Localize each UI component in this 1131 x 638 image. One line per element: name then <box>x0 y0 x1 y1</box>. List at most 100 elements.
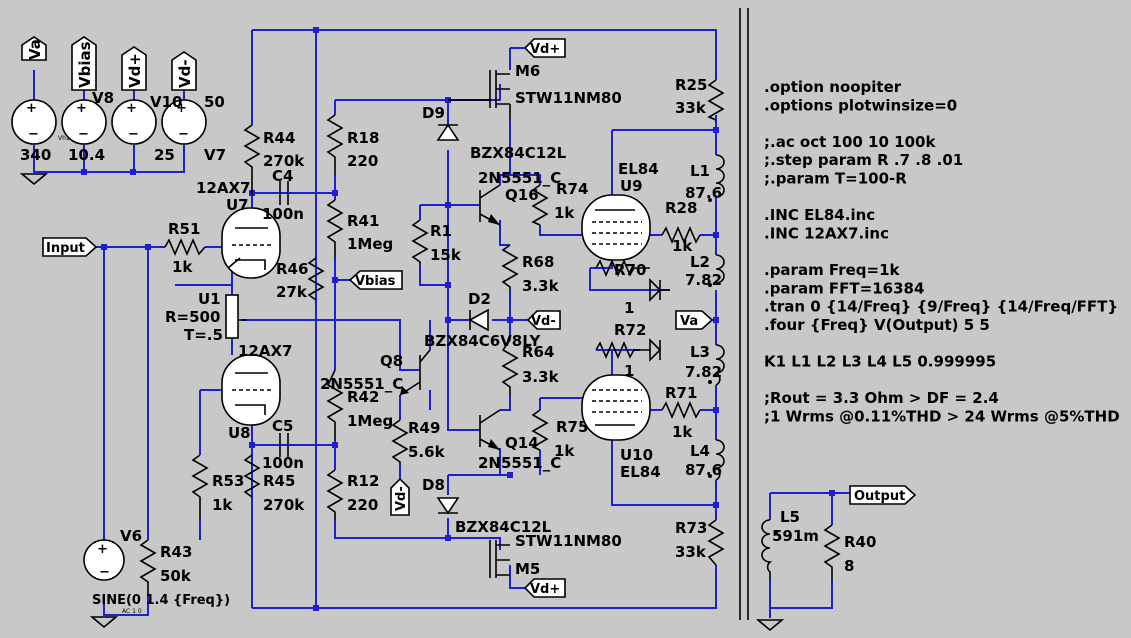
resistor-r51[interactable]: R51 1k <box>164 220 206 276</box>
svg-text:+: + <box>26 101 37 116</box>
u8-name: U8 <box>228 424 251 442</box>
l1-name: L1 <box>690 162 710 180</box>
triode-u8[interactable]: 12AX7 U8 <box>221 342 293 442</box>
vdplus-net-label-bottom: Vd+ <box>530 582 560 597</box>
directive-line: .tran 0 {14/Freq} {9/Freq} {14/Freq/FFT} <box>764 298 1118 316</box>
vdminus-net-label-lower: Vd- <box>394 486 409 511</box>
u7-type: 12AX7 <box>196 179 251 197</box>
resistor-r53[interactable]: R53 1k <box>191 454 244 520</box>
directive-line: .param Freq=1k <box>764 261 901 279</box>
inductor-l5[interactable]: L5 591m <box>761 508 819 580</box>
transistor-q14[interactable]: Q14 2N5551_C <box>478 409 561 472</box>
r46-value: 27k <box>276 283 308 301</box>
r40-name: R40 <box>844 533 876 551</box>
pentode-u10[interactable]: U10 EL84 <box>581 374 661 481</box>
u1-line1: R=500 <box>165 308 220 326</box>
resistor-r25[interactable]: R25 33k <box>675 76 725 121</box>
resistor-r28[interactable]: R28 1k <box>661 199 701 255</box>
r18-name: R18 <box>347 129 379 147</box>
vdminus-label-mid[interactable]: Vd- <box>526 310 561 330</box>
vdplus-net-label-top: Vd+ <box>530 42 560 57</box>
resistor-r72[interactable]: R72 1 <box>595 321 662 380</box>
resistor-r46[interactable]: R46 27k <box>276 257 325 301</box>
u10-type: EL84 <box>620 463 661 481</box>
vbias-label[interactable]: Vbias <box>348 270 403 290</box>
directive-line: .param FFT=16384 <box>764 279 924 297</box>
resistor-r43[interactable]: R43 50k <box>139 539 192 595</box>
capacitor-c5[interactable]: C5 100n <box>262 417 316 472</box>
inductor-l1[interactable]: L1 87.6 <box>685 154 725 202</box>
r28-name: R28 <box>665 199 697 217</box>
zener-d8[interactable]: D8 BZX84C12L <box>422 476 552 536</box>
r51-value: 1k <box>172 258 193 276</box>
zener-d2[interactable]: D2 BZX84C6V8LY <box>424 290 541 350</box>
svg-text:−: − <box>178 127 189 142</box>
d2-name: D2 <box>468 290 491 308</box>
mosfet-m5[interactable]: STW11NM80 M5 <box>489 532 622 578</box>
transistor-q8[interactable]: Q8 2N5551_C <box>320 349 431 396</box>
resistor-r18[interactable]: R18 220 <box>326 114 379 175</box>
transistor-q16[interactable]: 2N5551_C Q16 <box>478 169 561 226</box>
va-label-right[interactable]: Va <box>675 310 714 330</box>
r71-name: R71 <box>665 384 697 402</box>
output-label: Output <box>854 489 905 504</box>
directive-line: ;1 Wrms @0.11%THD > 24 Wrms @5%THD <box>764 407 1120 425</box>
resistor-r73[interactable]: R73 33k <box>675 519 725 566</box>
pentode-u9[interactable]: EL84 U9 <box>581 160 659 261</box>
vdminus-net-label-mid: Vd- <box>531 314 556 329</box>
resistor-r41[interactable]: R41 1Meg <box>326 199 393 258</box>
resistor-r75[interactable]: R75 1k <box>531 409 588 460</box>
inductor-l2[interactable]: L2 7.82 <box>685 253 725 289</box>
inductor-l3[interactable]: L3 7.82 <box>685 343 725 386</box>
voltage-source-v8[interactable]: +− Vbias V8 10.4 <box>61 36 114 164</box>
resistor-r45[interactable]: R45 270k <box>243 454 305 514</box>
vdplus-label-bottom[interactable]: Vd+ <box>523 578 566 598</box>
triode-u7[interactable]: 12AX7 U7 <box>196 179 281 279</box>
junctions <box>81 27 835 611</box>
vdplus-label-top[interactable]: Vd+ <box>523 38 566 58</box>
m6-name: M6 <box>515 62 540 80</box>
directive-line: .options plotwinsize=0 <box>764 96 957 114</box>
mosfet-m6[interactable]: M6 STW11NM80 <box>448 62 622 120</box>
resistor-r12[interactable]: R12 220 <box>326 469 379 520</box>
r74-name: R74 <box>556 180 588 198</box>
resistor-r68[interactable]: R68 3.3k <box>501 244 560 295</box>
resistor-r71[interactable]: R71 1k <box>661 384 701 441</box>
input-port[interactable]: Input <box>42 237 98 257</box>
r25-name: R25 <box>675 76 707 94</box>
resistor-r74[interactable]: R74 1k <box>531 180 588 226</box>
resistor-r44[interactable]: R44 270k <box>243 124 305 195</box>
directive-line: .INC EL84.inc <box>764 206 875 224</box>
l2-value: 7.82 <box>685 271 722 289</box>
resistor-r40[interactable]: R40 8 <box>823 524 876 580</box>
capacitor-c4[interactable]: C4 100n <box>262 167 316 223</box>
resistor-r64[interactable]: R64 3.3k <box>501 339 560 395</box>
resistor-r1[interactable]: R1 15k <box>411 219 462 265</box>
r28-value: 1k <box>672 237 693 255</box>
voltage-source-va[interactable]: +− Va Vh1 340 <box>11 36 70 164</box>
output-port[interactable]: Output <box>849 485 917 505</box>
q14-name: Q14 <box>505 434 539 452</box>
resistor-r42[interactable]: R42 1Meg <box>326 369 393 440</box>
voltage-source-v9[interactable]: +− Vd+ 25 <box>111 46 175 164</box>
net-label-vdminus-src: Vd- <box>176 59 194 88</box>
r46-name: R46 <box>276 260 308 278</box>
resistor-r49[interactable]: R49 5.6k <box>391 419 446 465</box>
r12-name: R12 <box>347 472 379 490</box>
spice-directives[interactable]: .option noopiter.options plotwinsize=0;.… <box>764 78 1120 425</box>
r41-value: 1Meg <box>347 235 393 253</box>
u10-name: U10 <box>620 446 653 464</box>
potentiometer-u1[interactable]: U1 R=500 T=.5 <box>165 290 246 344</box>
vdminus-label-lower[interactable]: Vd- <box>390 477 410 516</box>
voltage-source-v6[interactable]: +− V6 SINE(0 1.4 {Freq}) AC 1 0 <box>83 527 230 615</box>
inductor-l4[interactable]: L4 87.6 <box>685 439 725 481</box>
voltage-source-v10[interactable]: +− Vd- V10 50 V7 <box>150 51 226 164</box>
directive-line: .four {Freq} V(Output) 5 5 <box>764 316 990 334</box>
r70-value: 1 <box>624 299 634 317</box>
resistor-r70[interactable]: R70 1 <box>595 258 670 317</box>
v10-value: 50 <box>204 93 225 111</box>
zener-d9[interactable]: D9 BZX84C12L <box>422 104 567 162</box>
l5-value: 591m <box>772 527 819 545</box>
svg-text:−: − <box>99 565 110 580</box>
